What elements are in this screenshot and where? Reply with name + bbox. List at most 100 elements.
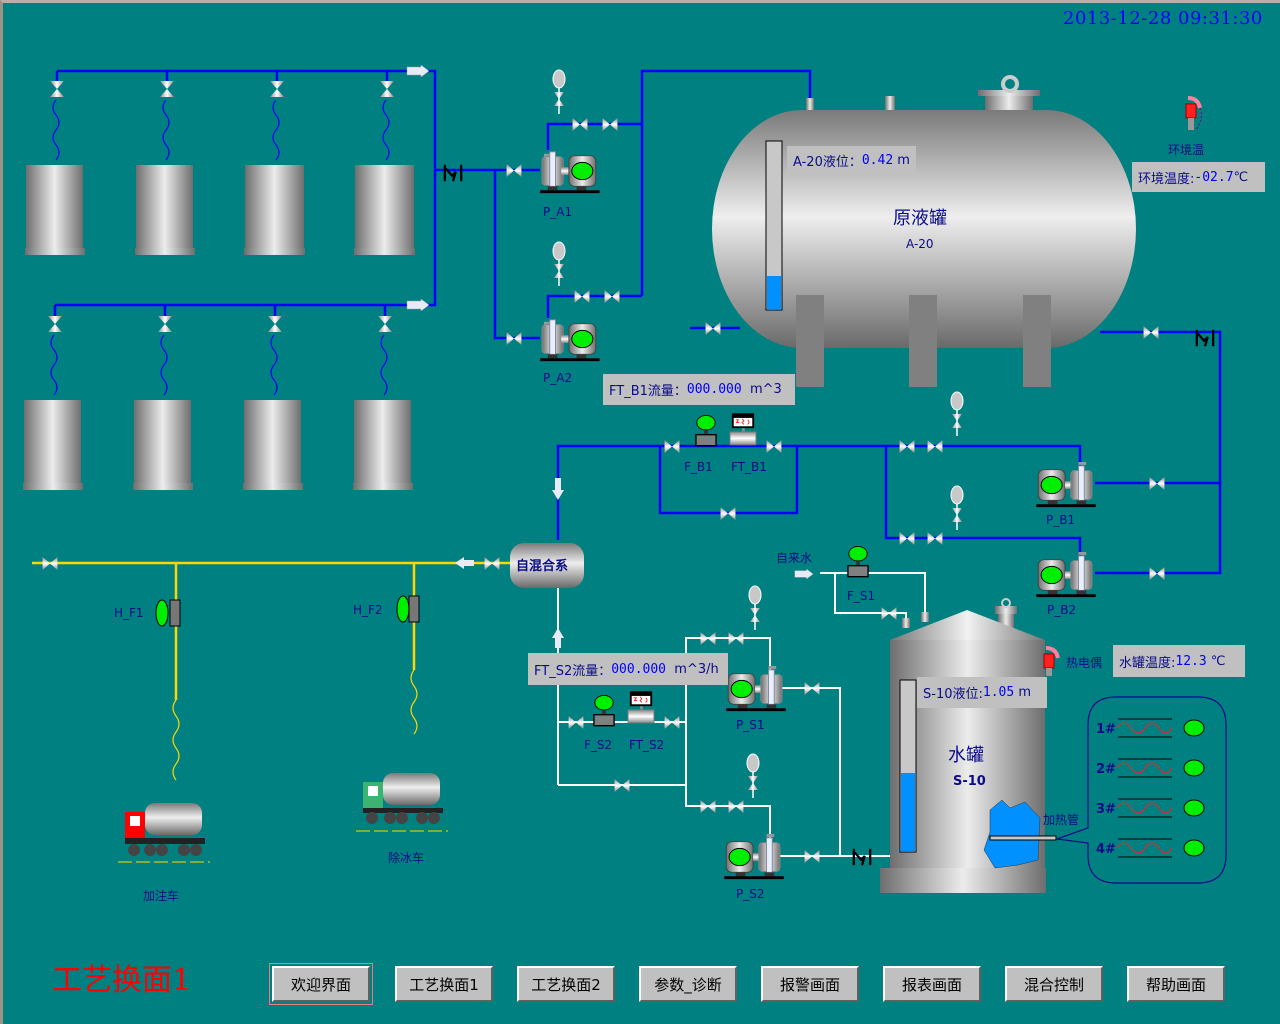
ambient-sensor-label: 环境温	[1168, 142, 1204, 157]
hose-valve-icon[interactable]	[396, 595, 420, 623]
source-tank-row-bottom	[23, 316, 413, 490]
nav-button[interactable]: 混合控制	[1005, 966, 1103, 1002]
heater-label: 1#	[1096, 722, 1116, 737]
hose-label: H_F2	[353, 603, 383, 617]
heater-row: 2#	[1096, 758, 1205, 778]
valve-icon[interactable]	[766, 440, 782, 453]
deicing-truck-icon[interactable]	[356, 773, 448, 832]
fueling-truck-icon[interactable]	[118, 803, 210, 863]
valve-icon[interactable]	[506, 164, 522, 177]
raw-tank: 原液罐 A-20	[712, 75, 1136, 387]
valve-icon[interactable]	[804, 850, 820, 863]
valve-icon[interactable]	[899, 532, 915, 545]
pump-icon[interactable]	[1035, 461, 1097, 508]
valve-icon[interactable]	[728, 632, 744, 645]
valve-icon[interactable]	[664, 440, 680, 453]
mixer-name: 自混合系	[516, 558, 568, 574]
valve-icon[interactable]	[574, 290, 590, 303]
valve-icon[interactable]	[568, 716, 584, 729]
water-tank-temp-readout: 水罐温度:12.3 ℃	[1113, 645, 1245, 677]
pressure-gauge-icon	[748, 585, 762, 631]
heating-coil-icon	[1116, 842, 1173, 854]
heater-status-indicator[interactable]	[1183, 839, 1205, 857]
flow-arrow-icon	[552, 478, 564, 500]
pump-icon[interactable]	[725, 665, 787, 712]
readout-unit: m^3/h	[674, 661, 719, 677]
mixer[interactable]: 自混合系	[510, 543, 584, 588]
ambient-temp-sensor-icon	[1185, 96, 1202, 131]
readout-label: 水罐温度:	[1119, 655, 1176, 671]
valve-icon[interactable]	[705, 322, 721, 335]
valve-icon[interactable]	[42, 557, 58, 570]
pump-icon[interactable]	[723, 833, 785, 880]
readout-value: 1.05	[982, 685, 1015, 700]
readout-unit: m	[1018, 685, 1031, 700]
valve-icon[interactable]	[1149, 567, 1165, 580]
valve-icon[interactable]	[720, 507, 736, 520]
readout-value: -02.7	[1194, 169, 1234, 185]
valve-icon[interactable]	[484, 557, 500, 570]
heater-label: 4#	[1096, 842, 1116, 857]
nav-button[interactable]: 工艺换面1	[395, 966, 493, 1002]
meter-tag: FT_B1	[731, 460, 767, 474]
valve-icon[interactable]	[700, 800, 716, 813]
source-tank	[133, 316, 193, 490]
valve-icon[interactable]	[1143, 326, 1159, 339]
nav-button[interactable]: 报警画面	[761, 966, 859, 1002]
valve-icon[interactable]	[506, 332, 522, 345]
pump-icon[interactable]	[1035, 551, 1097, 598]
source-tank	[244, 81, 305, 255]
valve-icon[interactable]	[602, 118, 618, 131]
valve-tag: F_S1	[847, 589, 875, 603]
flow-control-valve-icon[interactable]	[695, 414, 717, 447]
pressure-gauge-icon	[552, 69, 566, 115]
pressure-gauge-icon	[746, 753, 760, 799]
nav-button[interactable]: 工艺换面2	[517, 966, 615, 1002]
heating-coil-icon	[1116, 762, 1173, 774]
valve-tag: F_S2	[584, 738, 612, 752]
pump-icon[interactable]	[539, 319, 601, 362]
valve-icon[interactable]	[881, 607, 897, 620]
valve-icon[interactable]	[899, 440, 915, 453]
valve-icon[interactable]	[572, 118, 588, 131]
pump-icon[interactable]	[539, 151, 601, 194]
nav-button[interactable]: 帮助画面	[1127, 966, 1225, 1002]
water-tank-name: 水罐	[948, 745, 984, 766]
valve-icon[interactable]	[927, 440, 943, 453]
raw-tank-name: 原液罐	[893, 208, 947, 229]
valve-icon[interactable]	[1149, 477, 1165, 490]
pump-label: P_S1	[736, 718, 765, 732]
check-valve-icon[interactable]	[443, 163, 463, 183]
hose-valve-icon[interactable]	[155, 599, 181, 627]
water-tank: 水罐 S-10	[880, 598, 1057, 893]
meter-tag: FT_S2	[629, 738, 664, 752]
valve-icon[interactable]	[804, 682, 820, 695]
valve-icon[interactable]	[614, 779, 630, 792]
readout-label: S-10液位:	[923, 687, 983, 702]
valve-icon[interactable]	[728, 800, 744, 813]
valve-icon[interactable]	[604, 290, 620, 303]
pump-label: P_B2	[1047, 603, 1076, 617]
flow-control-valve-icon[interactable]	[593, 694, 615, 727]
heater-status-indicator[interactable]	[1183, 719, 1205, 737]
valve-icon[interactable]	[700, 632, 716, 645]
raw-tank-level-gauge	[765, 140, 783, 311]
readout-label: 环境温度:	[1138, 171, 1195, 187]
raw-tank-tag: A-20	[906, 237, 934, 251]
source-tank	[25, 81, 85, 255]
flow-control-valve-icon[interactable]	[847, 545, 869, 578]
heating-coil-icon	[1116, 722, 1173, 734]
valve-icon[interactable]	[927, 532, 943, 545]
nav-button[interactable]: 参数_诊断	[639, 966, 737, 1002]
raw-tank-level-readout: A-20液位：0.42 m	[787, 146, 916, 175]
heater-status-indicator[interactable]	[1183, 799, 1205, 817]
valve-icon[interactable]	[664, 716, 680, 729]
pump-label: P_A1	[543, 205, 572, 219]
nav-button[interactable]: 报表画面	[883, 966, 981, 1002]
water-tank-level-readout: S-10液位:1.05 m	[917, 677, 1047, 708]
pump-label: P_S2	[736, 887, 765, 901]
heater-status-indicator[interactable]	[1183, 759, 1205, 777]
hose-label: H_F1	[114, 606, 144, 620]
nav-button[interactable]: 欢迎界面	[269, 963, 373, 1005]
